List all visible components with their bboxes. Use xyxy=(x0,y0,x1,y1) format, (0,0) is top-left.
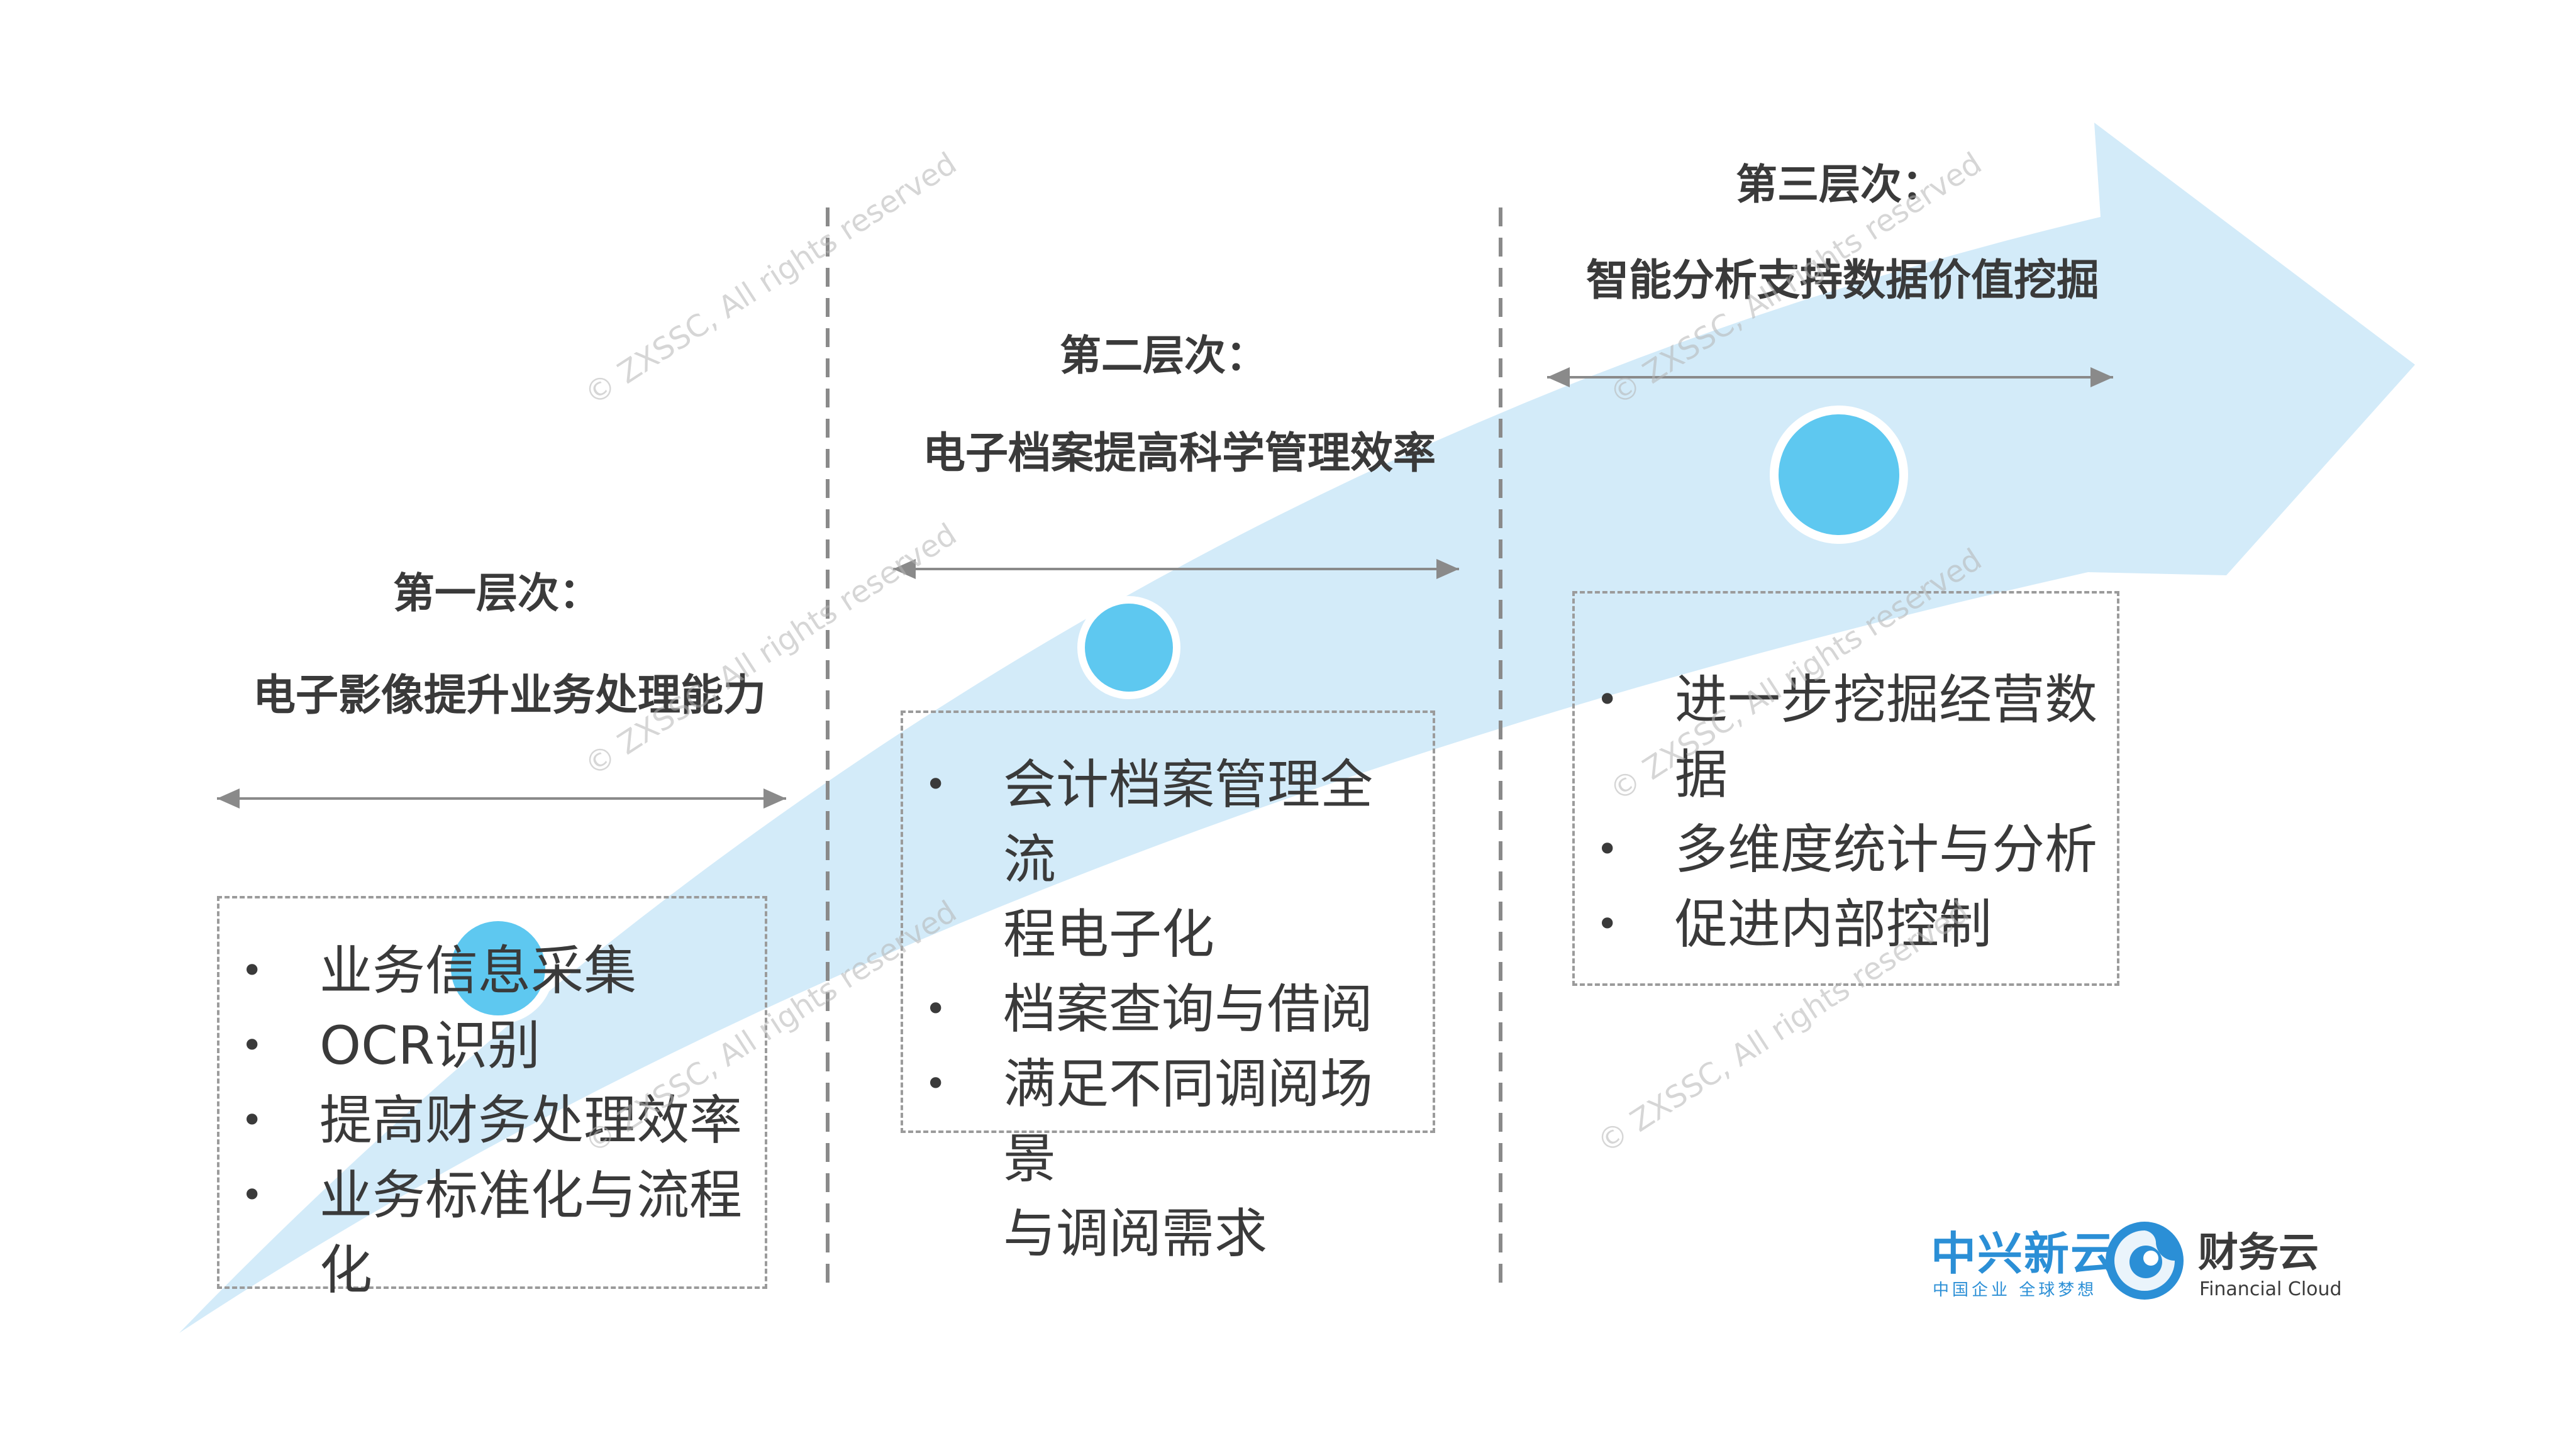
list-item: 多维度统计与分析 xyxy=(1590,812,2102,887)
list-item: 提高财务处理效率 xyxy=(235,1083,750,1158)
level-2-bullet-box: 会计档案管理全流 程电子化 档案查询与借阅 满足不同调阅场景 与调阅需求 xyxy=(901,710,1435,1264)
level-1-bullet-list: 业务信息采集 OCR识别 提高财务处理效率 业务标准化与流程化 xyxy=(235,934,750,1308)
level-3-subtitle: 智能分析支持数据价值挖掘 xyxy=(1585,256,2099,306)
list-item-continued: 程电子化 xyxy=(1003,904,1215,965)
level-3-title: 第三层次： xyxy=(1736,160,1943,209)
logo-brand-cn: 中兴新云 xyxy=(1931,1227,2118,1280)
milestone-circle-icon xyxy=(1077,596,1180,699)
level-2-subtitle: 电子档案提高科学管理效率 xyxy=(922,429,1436,478)
company-logo: 中兴新云 中国企业 全球梦想 财务云 Financial Cloud xyxy=(1912,1217,2352,1305)
list-item: 会计档案管理全流 xyxy=(918,748,1418,897)
logo-product-cn: 财务云 xyxy=(2198,1230,2319,1276)
level-1-bullet-box: 业务信息采集 OCR识别 提高财务处理效率 业务标准化与流程化 xyxy=(217,896,767,1301)
milestone-circle-icon xyxy=(1770,406,1908,544)
level-2-bullet-list: 会计档案管理全流 程电子化 档案查询与借阅 满足不同调阅场景 与调阅需求 xyxy=(918,748,1418,1271)
list-item-continued: 与调阅需求 xyxy=(1003,1203,1268,1264)
list-item: 业务信息采集 xyxy=(235,934,750,1009)
level-1-subtitle: 电子影像提升业务处理能力 xyxy=(252,671,766,721)
list-item: 进一步挖掘经营数据 xyxy=(1590,663,2102,812)
level-2-title: 第二层次： xyxy=(1060,331,1267,380)
list-item: 业务标准化与流程化 xyxy=(235,1158,750,1308)
list-item: OCR识别 xyxy=(235,1009,750,1083)
list-item: 促进内部控制 xyxy=(1590,887,2102,962)
list-item: 档案查询与借阅 xyxy=(918,972,1418,1047)
level-3-bullet-box: 进一步挖掘经营数据 多维度统计与分析 促进内部控制 xyxy=(1572,591,2119,986)
cloud-logo-icon xyxy=(2106,1222,2184,1300)
level-3-bullet-list: 进一步挖掘经营数据 多维度统计与分析 促进内部控制 xyxy=(1590,663,2102,962)
level-1-title: 第一层次： xyxy=(393,569,601,617)
list-item: 满足不同调阅场景 xyxy=(918,1047,1418,1197)
logo-tagline: 中国企业 全球梦想 xyxy=(1933,1281,2097,1300)
logo-product-en: Financial Cloud xyxy=(2199,1278,2342,1300)
